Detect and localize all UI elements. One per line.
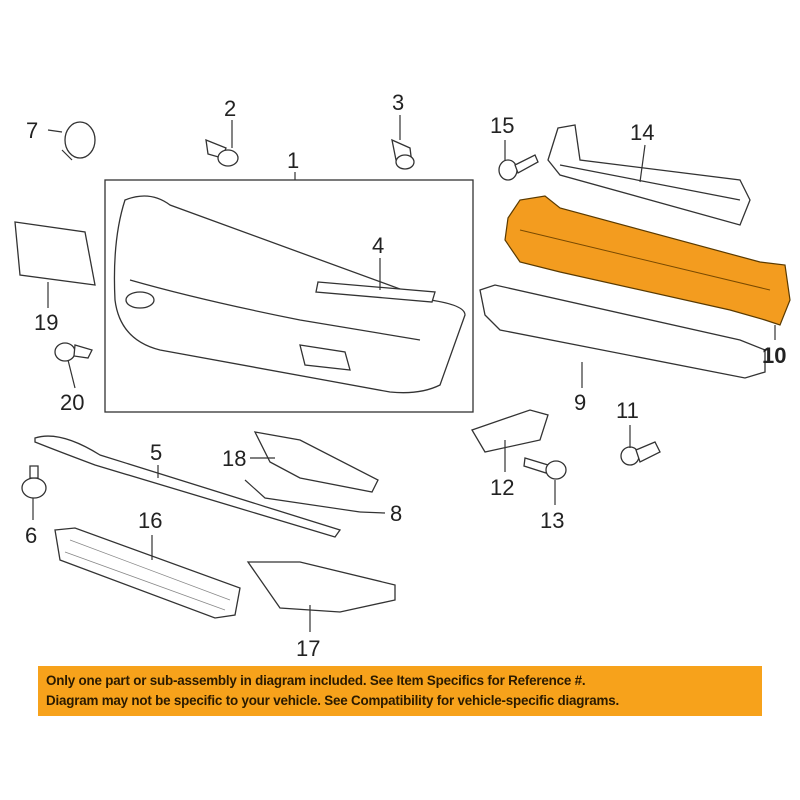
part-16-grille	[54, 527, 241, 619]
part-6-clip	[21, 465, 47, 499]
callout-11: 11	[616, 398, 639, 423]
callout-14: 14	[630, 120, 654, 145]
callout-18: 18	[222, 446, 246, 471]
callout-3: 3	[392, 90, 404, 115]
part-1-bumper-cover	[113, 195, 466, 394]
part-1-frame	[104, 179, 474, 413]
part-7	[61, 121, 96, 161]
callout-17: 17	[296, 636, 320, 661]
part-4-strip	[315, 281, 436, 303]
part-19-bracket	[14, 221, 96, 286]
callout-9: 9	[574, 390, 586, 415]
disclaimer-banner: Only one part or sub-assembly in diagram…	[38, 666, 762, 716]
part-15-bolt	[498, 154, 539, 181]
callout-19: 19	[34, 310, 58, 335]
part-14-absorber	[547, 124, 751, 226]
part-9-absorber	[479, 284, 766, 379]
part-8-strip	[244, 479, 361, 513]
part-20-clip	[54, 342, 93, 362]
callout-5: 5	[150, 440, 162, 465]
callout-8: 8	[390, 501, 402, 526]
callout-20: 20	[60, 390, 84, 415]
part-18-grille	[253, 431, 379, 493]
disclaimer-line-2: Diagram may not be specific to your vehi…	[46, 693, 620, 708]
callout-6: 6	[25, 523, 37, 548]
leader-lines	[32, 115, 776, 632]
callout-12: 12	[490, 475, 514, 500]
part-5-trim	[34, 435, 342, 538]
part-3-clip	[391, 138, 415, 170]
part-12-bracket	[471, 409, 549, 453]
callout-7: 7	[26, 118, 38, 143]
part-13-bolt	[523, 457, 567, 480]
callout-13: 13	[540, 508, 564, 533]
part-11-bolt	[620, 441, 661, 466]
callout-10: 10	[762, 343, 786, 368]
callout-1: 1	[287, 148, 299, 173]
part-17-grille	[246, 561, 396, 613]
callout-2: 2	[224, 96, 236, 121]
callout-15: 15	[490, 113, 514, 138]
part-2-clip	[205, 138, 239, 167]
callout-16: 16	[138, 508, 162, 533]
callout-4: 4	[372, 233, 384, 258]
disclaimer-line-1: Only one part or sub-assembly in diagram…	[46, 673, 586, 688]
